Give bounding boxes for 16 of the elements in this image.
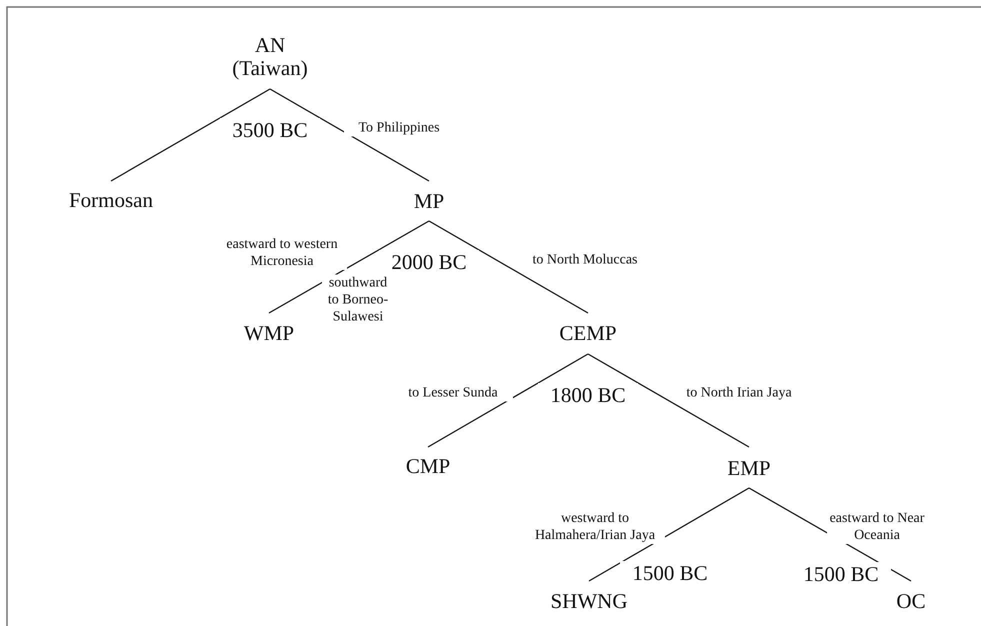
branch-line — [588, 487, 750, 582]
node-label: CMP — [398, 447, 458, 479]
node-label: Formosan — [61, 181, 161, 213]
branch-line — [428, 220, 588, 314]
branch-line — [110, 88, 270, 182]
edge-label: eastward to Near Oceania — [827, 510, 927, 544]
node-label: OC — [891, 581, 931, 613]
node-label: EMP — [719, 447, 779, 488]
branch-line — [268, 220, 430, 314]
branch-line — [588, 353, 750, 448]
branch-line — [428, 353, 588, 448]
node-label: CEMP — [553, 313, 623, 354]
node-label: WMP — [239, 313, 299, 345]
node-label: AN (Taiwan) — [225, 34, 315, 89]
node-label: MP — [404, 181, 454, 221]
branch-line — [270, 88, 430, 182]
